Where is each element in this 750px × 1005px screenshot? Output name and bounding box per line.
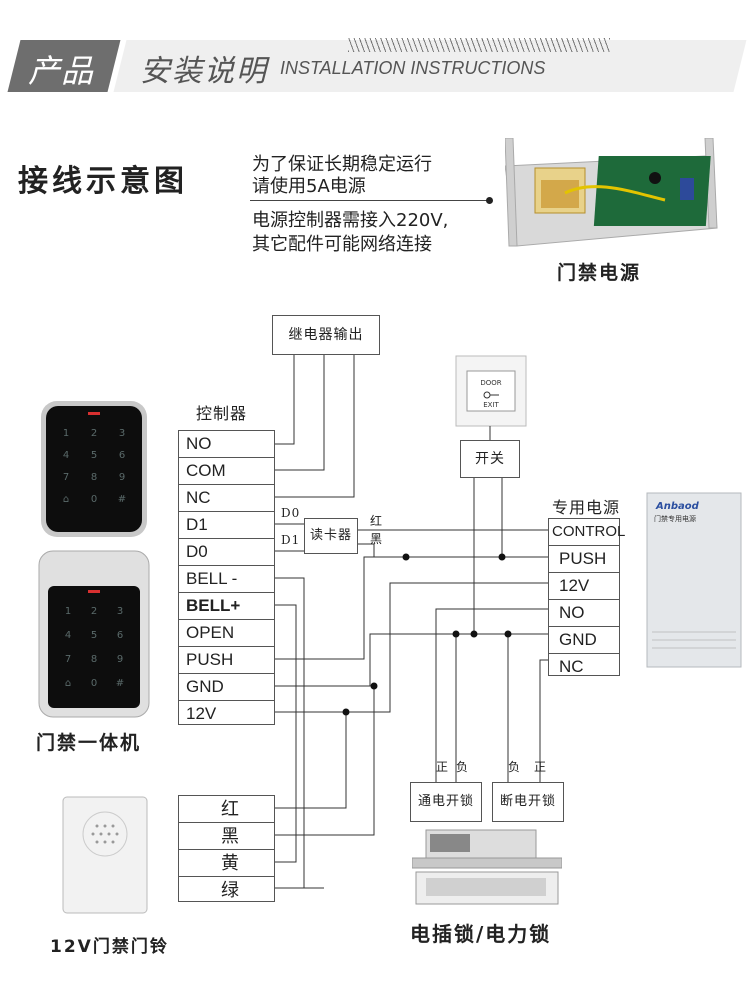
svg-text:⌂: ⌂ [65, 678, 71, 689]
lock1-positive-label: 正 [436, 760, 450, 774]
power-photo-caption: 门禁电源 [557, 262, 642, 284]
svg-text:2: 2 [91, 428, 97, 439]
svg-text:0: 0 [91, 678, 97, 689]
exit-button-device: DOOR EXIT [455, 355, 527, 427]
keypad-device-top: 1 2 3 4 5 6 7 8 9 ⌂ 0 # [40, 400, 148, 538]
svg-text:3: 3 [117, 606, 123, 617]
svg-text:6: 6 [117, 630, 123, 641]
bell-wire-black: 黑 [179, 823, 274, 850]
power-on-unlock-label: 通电开锁 [417, 794, 474, 809]
switch-box: 开关 [460, 440, 520, 478]
note-line-4: 其它配件可能网络连接 [252, 234, 432, 255]
terminal-no: NO [179, 431, 274, 458]
power-on-unlock-box: 通电开锁 [410, 782, 482, 822]
power-terminal-nc: NC [559, 657, 584, 676]
controller-terminal-block: NO COM NC D1 D0 BELL - BELL+ OPEN PUSH G… [178, 430, 275, 725]
terminal-com: COM [179, 458, 274, 485]
note-divider-dot [486, 197, 493, 204]
svg-text:1: 1 [63, 428, 69, 439]
power-terminal-block: CONTROL PUSH 12V NO GND NC [548, 518, 625, 676]
card-reader-box: 读卡器 [304, 518, 358, 554]
exit-bottom-text: EXIT [483, 401, 499, 409]
header-english-title: INSTALLATION INSTRUCTIONS [280, 58, 546, 78]
bell-wire-yellow: 黄 [179, 850, 274, 877]
controller-label: 控制器 [196, 404, 248, 423]
power-sub-text: 门禁专用电源 [654, 514, 696, 523]
svg-text:7: 7 [63, 472, 69, 483]
switch-label: 开关 [475, 451, 505, 467]
svg-text:8: 8 [91, 654, 97, 665]
lock2-positive-label: 正 [534, 760, 548, 774]
terminal-bell-plus: BELL+ [179, 593, 274, 620]
dedicated-power-label: 专用电源 [552, 498, 621, 517]
svg-text:#: # [116, 678, 124, 689]
svg-text:7: 7 [65, 654, 71, 665]
svg-text:0: 0 [91, 494, 97, 505]
relay-output-label: 继电器输出 [288, 327, 364, 343]
doorbell-caption: 12V门禁门铃 [50, 937, 169, 957]
keypad-device-bottom: 1 2 3 4 5 6 7 8 9 ⌂ 0 # [38, 550, 150, 718]
d0-label: D0 [281, 506, 301, 520]
note-divider [250, 200, 490, 201]
lock-caption: 电插锁/电力锁 [410, 922, 552, 946]
svg-text:2: 2 [91, 606, 97, 617]
lock2-negative-label: 负 [508, 760, 522, 774]
header-tab1-label: 产品 [28, 52, 95, 90]
magnetic-lock-device [411, 828, 563, 908]
note-line-3: 电源控制器需接入220V, [252, 210, 449, 231]
power-terminal-12v: 12V [549, 573, 619, 600]
svg-text:⌂: ⌂ [63, 494, 69, 505]
terminal-d1: D1 [179, 512, 274, 539]
power-terminal-gnd: GND [549, 627, 619, 654]
power-off-unlock-box: 断电开锁 [492, 782, 564, 822]
terminal-nc: NC [179, 485, 274, 512]
bell-wire-red: 红 [179, 796, 274, 823]
svg-text:3: 3 [119, 428, 125, 439]
bell-wire-block: 红 黑 黄 绿 [178, 795, 275, 902]
exit-top-text: DOOR [480, 379, 501, 387]
terminal-d0: D0 [179, 539, 274, 566]
svg-text:5: 5 [91, 630, 97, 641]
terminal-12v: 12V [186, 704, 217, 723]
svg-text:1: 1 [65, 606, 71, 617]
black-wire-label: 黑 [370, 532, 384, 546]
terminal-gnd: GND [179, 674, 274, 701]
red-wire-label: 红 [370, 514, 384, 528]
power-off-unlock-label: 断电开锁 [499, 794, 556, 809]
power-terminal-control: CONTROL [549, 519, 625, 546]
svg-text:8: 8 [91, 472, 97, 483]
card-reader-label: 读卡器 [309, 528, 352, 543]
note-line-2: 请使用5A电源 [252, 176, 366, 197]
svg-text:4: 4 [65, 630, 71, 641]
terminal-push: PUSH [179, 647, 274, 674]
power-supply-device: Anbaod 门禁专用电源 [646, 492, 742, 668]
header-tab2-label: 安装说明 [140, 54, 268, 89]
power-brand-text: Anbaod [655, 501, 700, 512]
svg-text:9: 9 [117, 654, 123, 665]
svg-text:5: 5 [91, 450, 97, 461]
terminal-bell-minus: BELL - [179, 566, 274, 593]
doorbell-device [62, 796, 148, 914]
header-hatch [348, 38, 610, 52]
d1-label: D1 [281, 533, 301, 547]
svg-text:4: 4 [63, 450, 69, 461]
relay-output-box: 继电器输出 [272, 315, 380, 355]
svg-text:6: 6 [119, 450, 125, 461]
bell-wire-green: 绿 [221, 880, 239, 900]
power-terminal-no: NO [549, 600, 619, 627]
power-terminal-push: PUSH [549, 546, 619, 573]
page-title: 接线示意图 [18, 164, 188, 199]
keypad-caption: 门禁一体机 [36, 732, 142, 754]
lock1-negative-label: 负 [456, 760, 470, 774]
power-controller-photo [504, 137, 720, 253]
note-line-1: 为了保证长期稳定运行 [252, 154, 432, 175]
terminal-open: OPEN [179, 620, 274, 647]
svg-text:#: # [118, 494, 126, 505]
svg-text:9: 9 [119, 472, 125, 483]
